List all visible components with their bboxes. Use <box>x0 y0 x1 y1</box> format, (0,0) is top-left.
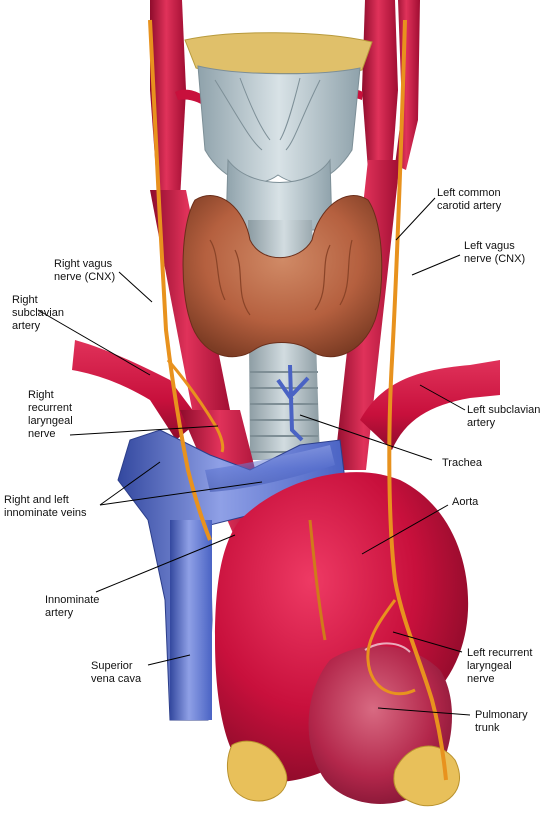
leader-right-subclavian <box>37 309 151 376</box>
thyroid-texture <box>209 239 353 316</box>
larynx <box>197 65 361 184</box>
thyroid-gland <box>182 195 383 358</box>
leader-innominate-vein-right <box>99 461 161 506</box>
label-pulmonary-trunk: Pulmonary trunk <box>475 709 528 734</box>
cricoid-cartilage <box>225 158 333 231</box>
left-recurrent-laryngeal-nerve <box>366 599 416 696</box>
larynx-detail <box>214 77 321 151</box>
leader-innominate-artery <box>95 534 236 593</box>
fat-left <box>227 740 288 802</box>
label-aorta: Aorta <box>452 496 479 508</box>
label-right-subclavian-artery: Right subclavian artery <box>12 294 64 332</box>
left-recurrent-laryngeal-ascending <box>308 519 327 641</box>
left-external-carotid <box>395 0 420 170</box>
left-carotid-upper <box>362 0 398 170</box>
inferior-thyroid-vein <box>276 364 310 442</box>
right-recurrent-laryngeal-nerve <box>166 359 225 453</box>
label-innominate-artery: Innominate artery <box>45 594 100 619</box>
superior-vena-cava <box>170 520 212 720</box>
label-right-and-left-innominate-veins: Right and left innominate veins <box>4 494 87 519</box>
label-left-subclavian-artery: Left subclavian artery <box>467 404 541 429</box>
label-left-recurrent-laryngeal-nerve: Left recurrent laryngeal nerve <box>467 647 533 685</box>
leader-pulmonary-trunk <box>377 707 471 716</box>
label-trachea: Trachea <box>442 457 482 469</box>
leader-trachea <box>299 414 433 461</box>
leader-left-recurrent-laryngeal <box>392 631 463 653</box>
label-right-recurrent-laryngeal-nerve: Right recurrent laryngeal nerve <box>28 389 73 440</box>
hyoid-fat <box>184 32 373 75</box>
leader-left-common-carotid <box>395 197 436 241</box>
leader-aorta <box>361 504 449 555</box>
label-left-common-carotid-artery: Left common carotid artery <box>437 187 502 212</box>
leader-innominate-vein-left <box>99 481 263 506</box>
leader-right-vagus <box>118 271 153 303</box>
label-left-vagus-nerve: Left vagus nerve (CNX) <box>464 240 526 265</box>
leader-right-recurrent-laryngeal <box>69 425 219 436</box>
left-innominate-vein-highlight <box>205 445 335 492</box>
label-superior-vena-cava: Superior vena cava <box>91 660 142 685</box>
leader-superior-vena-cava <box>147 654 191 666</box>
right-vagus-nerve <box>148 19 212 541</box>
right-subclavian-artery <box>72 340 200 440</box>
left-vagus-nerve <box>387 19 448 781</box>
leader-left-vagus <box>411 254 461 276</box>
left-subclavian-artery <box>360 360 500 450</box>
leader-left-subclavian <box>419 384 466 411</box>
right-carotid-upper <box>150 0 186 200</box>
label-right-vagus-nerve: Right vagus nerve (CNX) <box>54 258 116 283</box>
